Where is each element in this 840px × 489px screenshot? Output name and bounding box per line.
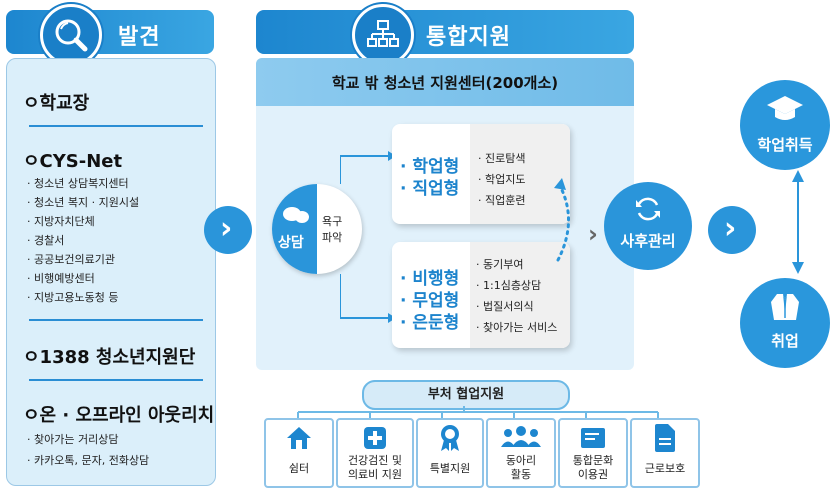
cysnet-item: · 비행예방센터 (27, 272, 95, 285)
followup-circle: 사후관리 (604, 182, 692, 270)
outreach-item: · 카카오톡, 문자, 전화상담 (27, 454, 150, 467)
support-item: 특별지원 (416, 418, 484, 488)
suit-jacket-icon (769, 290, 801, 326)
service-item: · 직업훈련 (478, 194, 526, 207)
outcome-arrows (792, 170, 804, 274)
service-item: · 찾아가는 서비스 (476, 321, 558, 334)
medical-cross-icon (363, 426, 387, 454)
discovery-panel: ㅇ학교장 ㅇCYS-Net · 청소년 상담복지센터 · 청소년 복지 · 지원… (6, 58, 216, 486)
service-item: · 학업지도 (478, 173, 526, 186)
cysnet-item: · 청소년 복지 · 지원시설 (27, 196, 140, 209)
service-item: · 동기부여 (476, 258, 524, 271)
card-icon (581, 428, 605, 452)
award-ribbon-icon (438, 424, 462, 456)
document-icon (655, 424, 675, 456)
type-label: · 은둔형 (400, 313, 460, 333)
support-label: 특별지원 (429, 462, 471, 475)
group2-services-panel (470, 242, 570, 348)
cysnet-item: · 경찰서 (27, 234, 65, 247)
outcome-school-label: 학업취득 (757, 136, 813, 154)
center-subtitle-bar (256, 58, 634, 106)
chevron-right-icon: › (588, 220, 598, 248)
outreach-item: · 찾아가는 거리상담 (27, 433, 119, 446)
cysnet-item: · 공공보건의료기관 (27, 253, 115, 266)
needs-label: 욕구 파악 (322, 215, 343, 244)
support-item: 동아리 활동 (486, 418, 556, 488)
team-1388: ㅇ1388 청소년지원단 (23, 347, 196, 368)
type-label: · 무업형 (400, 291, 460, 311)
group-people-icon (500, 426, 542, 452)
graduation-cap-icon (766, 94, 804, 128)
flow-arrow-2: › (708, 206, 756, 254)
discovery-title: 발견 (118, 25, 161, 50)
outcome-school: 학업취득 (740, 80, 830, 170)
support-label: 건강검진 및 의료비 지원 (347, 454, 403, 481)
divider (29, 379, 203, 381)
chat-bubble-icon (282, 206, 310, 230)
support-item: 건강검진 및 의료비 지원 (336, 418, 414, 488)
chevron-right-icon: › (724, 211, 737, 246)
connector-lines (340, 151, 396, 323)
support-label: 쉼터 (288, 462, 310, 475)
outcome-employment-label: 취업 (771, 332, 799, 350)
support-label: 근로보호 (644, 462, 686, 475)
divider (29, 125, 203, 127)
chevron-right-icon: › (220, 211, 233, 246)
ministry-support-bar: 부처 협업지원 (362, 380, 570, 410)
followup-label: 사후관리 (620, 232, 676, 250)
integration-header-bar: 통합지원 (256, 4, 634, 66)
discovery-header-bar: 발견 (6, 4, 214, 66)
outcome-employment: 취업 (740, 278, 830, 368)
support-label: 동아리 활동 (505, 454, 537, 481)
dotted-loop-arrow (554, 178, 570, 262)
support-item: 쉼터 (264, 418, 334, 488)
group1-card: · 학업형 · 직업형 · 진로탐색 · 학업지도 · 직업훈련 (392, 124, 570, 224)
consult-half (272, 184, 317, 274)
cysnet-item: · 지방고용노동청 등 (27, 291, 119, 304)
cysnet-item: · 청소년 상담복지센터 (27, 177, 129, 190)
support-item: 근로보호 (630, 418, 700, 488)
school-principal: ㅇ학교장 (23, 93, 90, 114)
integration-panel: 학교 밖 청소년 지원센터(200개소) (256, 58, 634, 370)
integration-title: 통합지원 (426, 25, 511, 50)
group2-card: · 비행형 · 무업형 · 은둔형 · 동기부여 · 1:1심층상담 · 법질서… (392, 242, 570, 348)
support-label: 통합문화 이용권 (572, 454, 614, 481)
org-chart-icon (352, 4, 414, 66)
outreach-title: ㅇ온 · 오프라인 아웃리치 (23, 405, 215, 426)
type-label: · 학업형 (400, 157, 460, 177)
refresh-icon (633, 194, 663, 228)
service-item: · 1:1심층상담 (476, 279, 542, 292)
service-item: · 진로탐색 (478, 152, 526, 165)
cysnet-item: · 지방자치단체 (27, 215, 95, 228)
cysnet-title: ㅇCYS-Net (23, 151, 123, 172)
type-label: · 비행형 (400, 269, 460, 289)
divider (29, 319, 203, 321)
house-icon (286, 426, 312, 454)
consult-circle: 상담 욕구 파악 (272, 184, 362, 274)
flow-arrow-1: › (204, 206, 252, 254)
center-subtitle: 학교 밖 청소년 지원센터(200개소) (331, 74, 559, 92)
service-item: · 법질서의식 (476, 300, 534, 313)
group1-services-panel (470, 124, 570, 224)
support-item: 통합문화 이용권 (558, 418, 628, 488)
consult-label: 상담 (278, 235, 304, 251)
type-label: · 직업형 (400, 179, 460, 199)
search-icon (40, 4, 102, 66)
